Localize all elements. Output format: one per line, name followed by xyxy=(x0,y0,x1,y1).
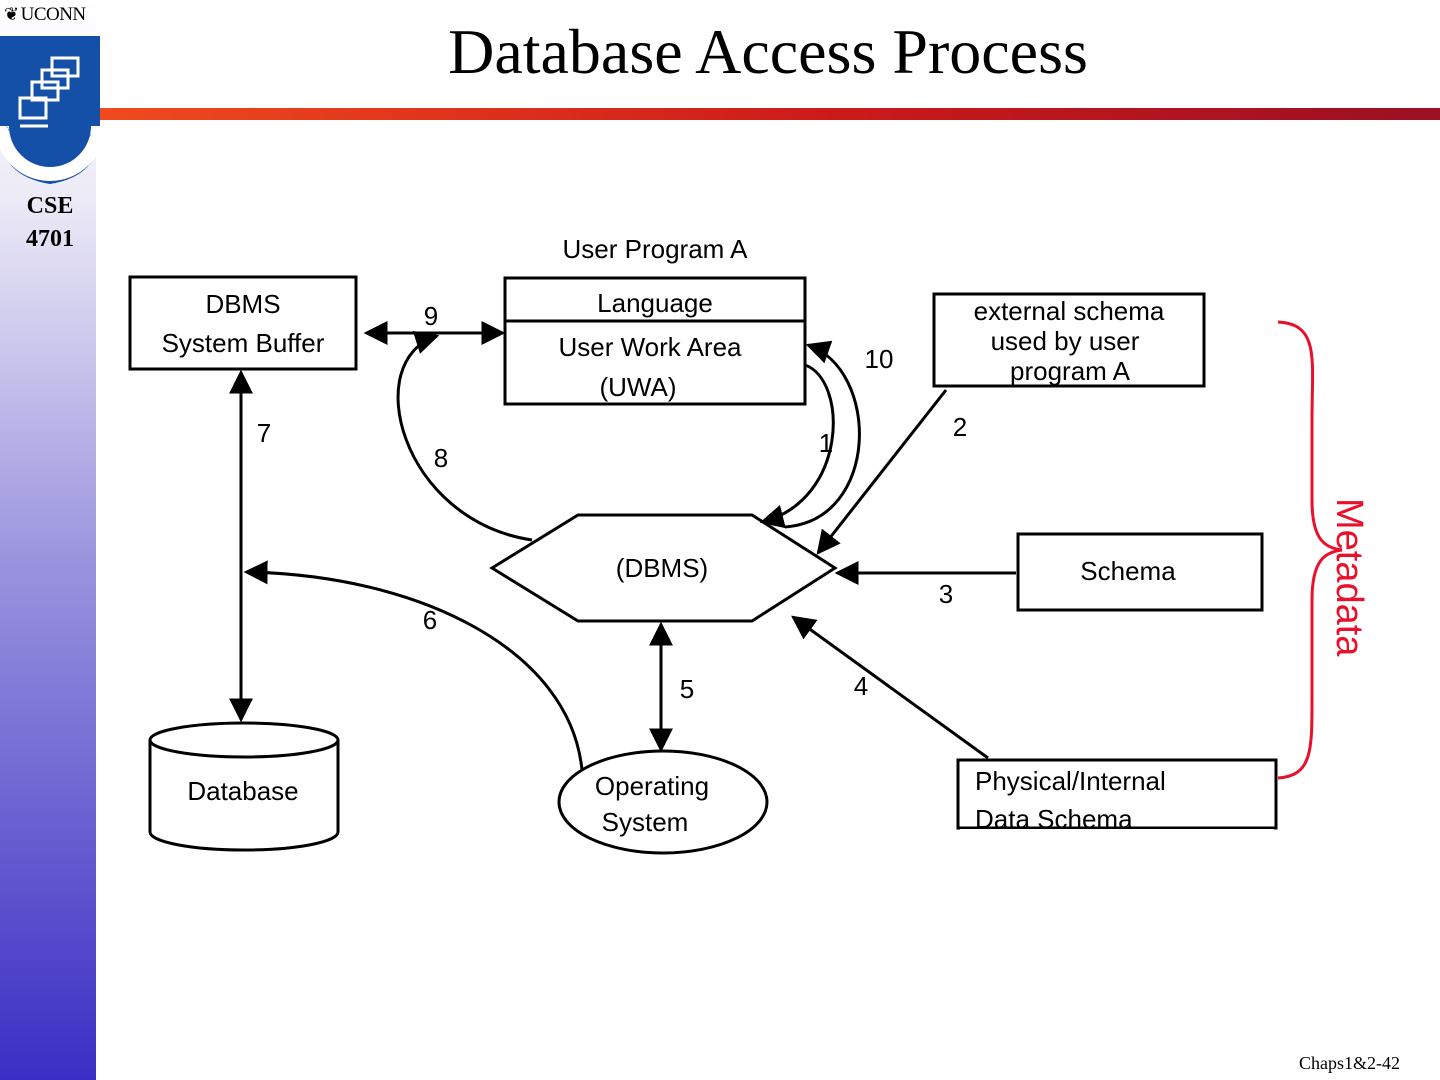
course-line-1: CSE xyxy=(26,193,74,219)
physical-schema-clip xyxy=(960,829,1274,841)
buffer-label-line1: DBMS xyxy=(205,289,280,319)
metadata-label: Metadata xyxy=(1328,498,1370,657)
physical-schema-box xyxy=(956,758,1278,830)
dbms-label: (DBMS) xyxy=(616,553,708,583)
uwa-label-line1: User Work Area xyxy=(558,332,742,362)
arrow-10 xyxy=(784,340,861,529)
uconn-wordmark: ❦UCONN xyxy=(4,4,86,26)
step-8: 8 xyxy=(434,443,448,473)
arrow-6 xyxy=(243,560,584,771)
arrow-8 xyxy=(396,331,533,542)
user-program-label: User Program A xyxy=(563,234,749,264)
step-6: 6 xyxy=(423,605,437,635)
course-code: CSE 4701 xyxy=(0,190,100,256)
external-schema-box xyxy=(932,292,1206,388)
language-label: Language xyxy=(597,288,713,318)
step-4: 4 xyxy=(854,671,868,701)
dbms-hexagon xyxy=(489,513,838,623)
step-2: 2 xyxy=(953,412,967,442)
course-line-2: 4701 xyxy=(26,226,74,252)
title-rule xyxy=(100,108,1440,120)
page-number: Chaps1&2-42 xyxy=(1299,1053,1400,1073)
uwa-label-line2: (UWA) xyxy=(599,372,676,402)
os-label-line2: System xyxy=(602,807,689,837)
sidebar: ❦UCONN Computer Science and Engineering … xyxy=(0,0,100,1080)
shield-shape xyxy=(0,36,100,184)
database-access-diagram: User Program A Language User Work Area (… xyxy=(128,234,1370,855)
system-buffer-box xyxy=(128,275,358,371)
physical-schema-line1: Physical/Internal xyxy=(975,766,1166,796)
step-9: 9 xyxy=(424,301,438,331)
cse-logo: Computer Science and Engineering xyxy=(0,36,100,184)
step-1: 1 xyxy=(819,428,833,458)
os-label-line1: Operating xyxy=(595,771,709,801)
arrow-2 xyxy=(816,389,948,555)
ext-schema-line1: external schema xyxy=(974,296,1165,326)
arrow-4 xyxy=(791,615,989,760)
database-label: Database xyxy=(187,776,298,806)
metadata-brace xyxy=(1277,320,1343,780)
database-cylinder xyxy=(148,721,340,852)
step-7: 7 xyxy=(257,418,271,448)
step-3: 3 xyxy=(939,579,953,609)
logo-ring xyxy=(0,125,100,181)
buffer-label-line2: System Buffer xyxy=(162,328,325,358)
operating-system-ellipse xyxy=(557,749,769,855)
crest-icon: ❦ xyxy=(4,4,19,24)
ext-schema-line3: program A xyxy=(1010,356,1131,386)
uconn-text: UCONN xyxy=(20,4,87,25)
step-5: 5 xyxy=(680,674,694,704)
schema-label: Schema xyxy=(1080,556,1176,586)
slide-title: Database Access Process xyxy=(448,16,1088,87)
step-10: 10 xyxy=(865,344,894,374)
schema-box xyxy=(1016,532,1264,612)
network-icon xyxy=(18,56,80,128)
arrow-1 xyxy=(759,363,835,529)
ext-schema-line2: used by user xyxy=(991,326,1140,356)
